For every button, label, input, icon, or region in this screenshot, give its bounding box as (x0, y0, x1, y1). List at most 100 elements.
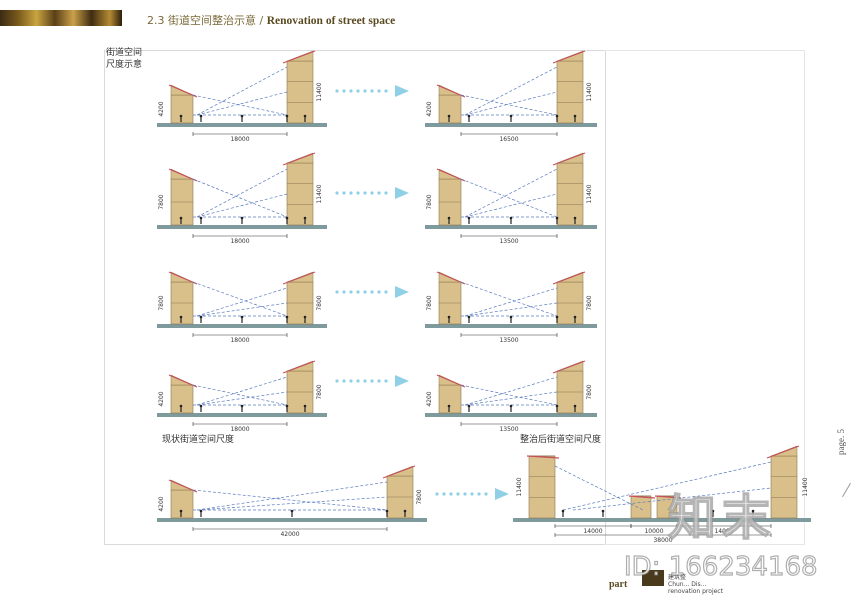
row4-before-sightline (192, 384, 288, 406)
row5-after-dim-1-label: 14000 (583, 528, 602, 535)
row1-after-left-house-roof (436, 84, 466, 98)
row2-after-sightline (460, 178, 558, 218)
row2-before-person-head (179, 216, 183, 220)
row1-after-right-house-roof (552, 50, 586, 64)
row4-before-person-head (240, 404, 244, 408)
row3-before-sightline (192, 281, 288, 317)
row2-transition-arrow-dot (363, 191, 367, 195)
row3-after-left-house-roof (436, 271, 466, 285)
row1-transition-arrow-dot (342, 89, 346, 93)
row5-transition-arrow-dot (463, 492, 467, 496)
row2-after-right-height: 11400 (586, 184, 593, 203)
row4-after-sightline (464, 376, 558, 406)
row5-after-person-head (751, 509, 755, 513)
row3-transition-arrow-dot (370, 290, 374, 294)
row2-after-width-dim-label: 13500 (499, 238, 518, 245)
row4-after-person-head (447, 404, 451, 408)
row3-before-person-head (303, 315, 307, 319)
row4-after-person-head (573, 404, 577, 408)
row5-before-left-house-wall (170, 489, 194, 519)
row5-after-sightline (572, 487, 772, 511)
row2-transition-arrow-dot (370, 191, 374, 195)
row2-before-person-head (285, 216, 289, 220)
row4-transition-arrow-dot (335, 379, 339, 383)
row5-before-ground (157, 518, 427, 522)
row2-transition-arrow-dot (384, 191, 388, 195)
row1-before-person-head (179, 114, 183, 118)
row1-after-left-height: 4200 (426, 101, 433, 116)
row1-before-ground (157, 123, 327, 127)
row1-before-sightline (192, 94, 288, 116)
row1-after-sightline (464, 66, 558, 116)
row5-after-middle-house-roof (654, 495, 682, 499)
row3-before-width-dim-label: 18000 (230, 337, 249, 344)
row2-transition-arrow-dot (335, 191, 339, 195)
row4-transition-arrow-head (395, 375, 409, 387)
row3-transition-arrow-dot (384, 290, 388, 294)
row4-after-sightline (460, 384, 558, 406)
row5-transition-arrow-dot (442, 492, 446, 496)
row5-before-left-height: 4200 (158, 496, 165, 511)
caption-before: 现状街道空间尺度 (162, 435, 235, 445)
footer-part-label: part (609, 579, 628, 590)
row4-transition-arrow-dot (377, 379, 381, 383)
footer-line3: renovation project (668, 588, 723, 595)
section-number: 2.3 (147, 14, 165, 27)
row4-after-right-height: 7800 (586, 384, 593, 399)
row4-before-sightline (196, 391, 288, 406)
row5-before-right-house-roof (382, 465, 416, 479)
row4-after-person-head (467, 404, 471, 408)
row3-after-person-head (467, 315, 471, 319)
row1-before-person-head (199, 114, 203, 118)
row2-transition-arrow-dot (342, 191, 346, 195)
row1-after-width-dim-label: 16500 (499, 136, 518, 143)
title-en: Renovation of street space (266, 15, 396, 27)
row5-before-person-head (199, 509, 203, 513)
row5-after-right-height: 11400 (802, 477, 809, 496)
row5-after-dim-3-label: 14000 (714, 528, 733, 535)
row3-transition-arrow-dot (335, 290, 339, 294)
row1-after-person-head (573, 114, 577, 118)
row5-after-middle-house-roof (628, 495, 656, 499)
row3-after-left-height: 7800 (426, 295, 433, 310)
row3-after-width-dim-label: 13500 (499, 337, 518, 344)
row2-after-sightline (464, 193, 558, 218)
row1-before-right-house-wall (286, 60, 314, 124)
row4-before-ground (157, 413, 327, 417)
row3-after-person-head (447, 315, 451, 319)
row4-transition-arrow-dot (342, 379, 346, 383)
row3-transition-arrow-dot (363, 290, 367, 294)
row2-transition-arrow-dot (377, 191, 381, 195)
row4-after-left-house-roof (436, 374, 466, 388)
row3-before-person-head (240, 315, 244, 319)
side-label-line2: 尺度示意 (106, 60, 143, 70)
row3-after-sightline (464, 287, 558, 317)
row4-before-person-head (179, 404, 183, 408)
row1-transition-arrow-dot (356, 89, 360, 93)
row5-transition-arrow-dot (435, 492, 439, 496)
row3-before-person-head (179, 315, 183, 319)
row2-before-sightline (196, 168, 288, 218)
row4-before-right-house-roof (282, 360, 316, 374)
row2-before-left-house-roof (168, 168, 198, 182)
row1-before-sightline (196, 66, 288, 116)
row3-transition-arrow-dot (349, 290, 353, 294)
row3-after-sightline (460, 281, 558, 317)
row5-transition-arrow-dot (477, 492, 481, 496)
row5-transition-arrow-dot (470, 492, 474, 496)
row3-before-sightline (196, 287, 288, 317)
row2-after-right-house-roof (552, 152, 586, 166)
row4-before-person-head (199, 404, 203, 408)
row3-before-ground (157, 324, 327, 328)
row1-transition-arrow-dot (384, 89, 388, 93)
row1-transition-arrow-dot (363, 89, 367, 93)
footer-logo (642, 570, 664, 586)
row1-before-person-head (240, 114, 244, 118)
row5-after-person-head (601, 509, 605, 513)
row5-transition-arrow-dot (456, 492, 460, 496)
caption-after: 整治后街道空间尺度 (520, 435, 602, 445)
row4-after-ground (425, 413, 597, 417)
row5-after-ground (513, 518, 811, 522)
row2-after-sightline (464, 168, 558, 218)
row1-after-right-house-wall (556, 60, 584, 124)
